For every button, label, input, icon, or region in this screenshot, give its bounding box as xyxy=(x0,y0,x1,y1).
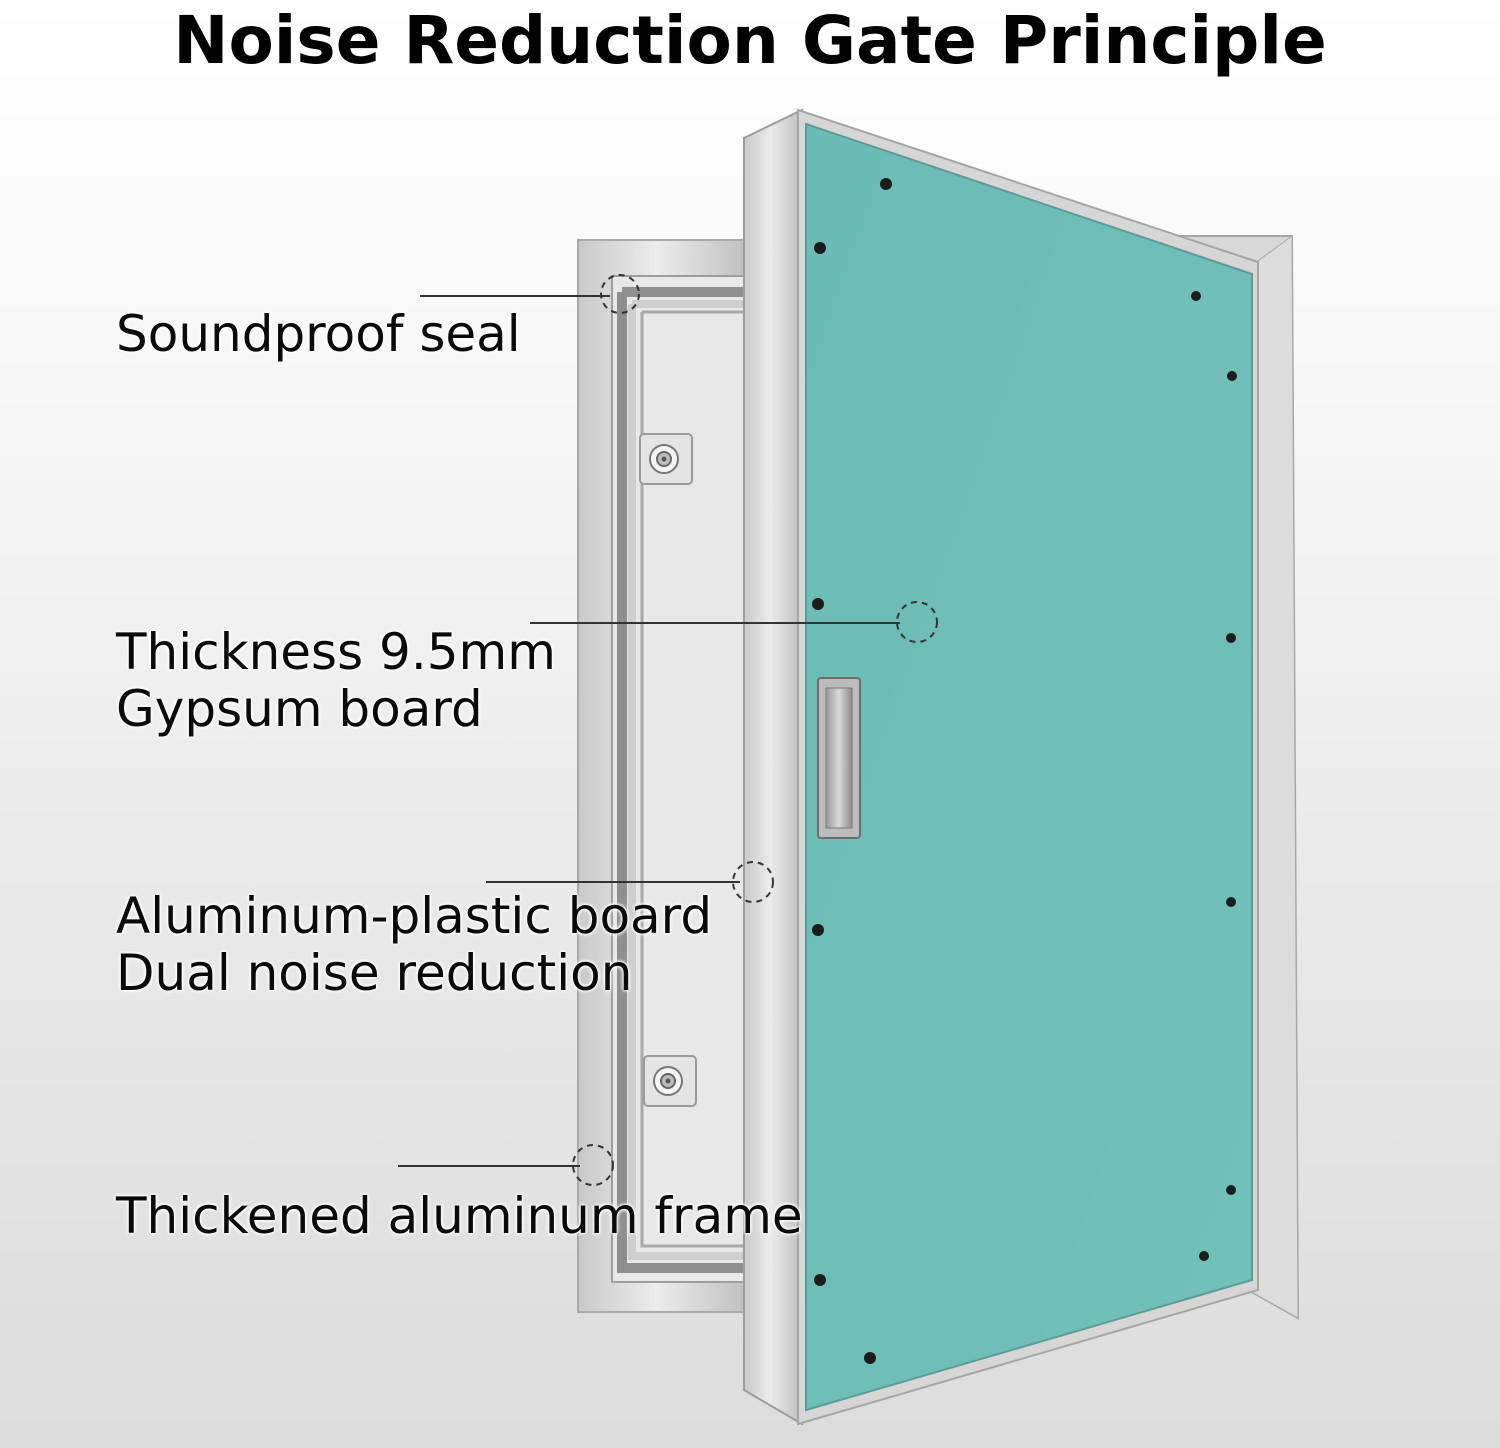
callout-aluminum-frame: Thickened aluminum frame xyxy=(116,1188,803,1245)
callout-soundproof-seal: Soundproof seal xyxy=(116,306,521,363)
access-door xyxy=(743,108,1259,1426)
callout-gypsum-board: Thickness 9.5mm Gypsum board xyxy=(116,624,556,738)
leader-lines xyxy=(398,295,900,1167)
callout-line: Dual noise reduction xyxy=(116,944,633,1002)
callout-line: Soundproof seal xyxy=(116,305,521,363)
callout-aluminum-plastic-board: Aluminum-plastic board Dual noise reduct… xyxy=(116,888,712,1002)
callout-line: Aluminum-plastic board xyxy=(116,887,713,945)
callout-markers xyxy=(572,274,938,1186)
callout-line: Gypsum board xyxy=(116,680,483,738)
callout-line: Thickness 9.5mm xyxy=(116,623,556,681)
callout-line: Thickened aluminum frame xyxy=(116,1187,803,1245)
door-handle xyxy=(817,677,861,839)
latch-bottom xyxy=(643,1055,697,1107)
latch-top xyxy=(639,433,693,485)
diagram-title: Noise Reduction Gate Principle xyxy=(173,2,1327,79)
gypsum-panel xyxy=(805,122,1253,1412)
